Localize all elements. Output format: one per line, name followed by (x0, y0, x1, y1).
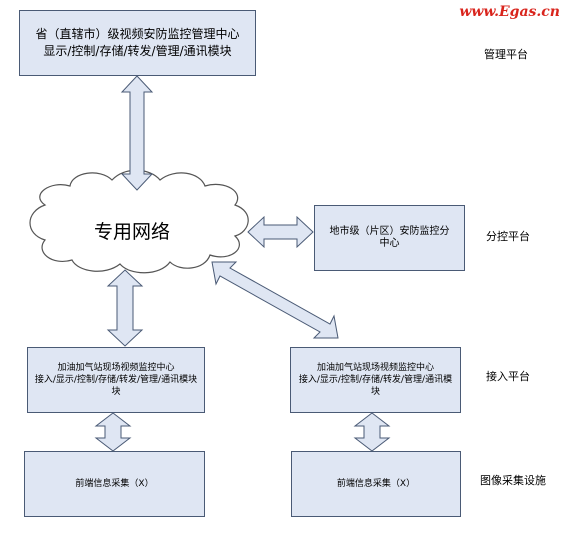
station-right-modules-cont: 块 (370, 387, 380, 397)
front-left-label: 前端信息采集（X） (75, 479, 154, 489)
network-label: 专用网络 (94, 221, 171, 243)
station-center-left-box: 加油加气站现场视频监控中心 接入/显示/控制/存储/转发/管理/通讯模块 块 (27, 347, 205, 413)
district-center-title-cont: 中心 (379, 238, 400, 249)
station-left-title: 加油加气站现场视频监控中心 (57, 363, 175, 373)
network-cloud (29, 169, 249, 274)
arrow-network-to-district (247, 215, 314, 249)
arrow-station-right-to-front-right (353, 412, 391, 452)
level-access-label: 接入平台 (486, 370, 530, 383)
station-right-modules: 接入/显示/控制/存储/转发/管理/通讯模 (298, 375, 453, 385)
station-right-title: 加油加气站现场视频监控中心 (316, 363, 434, 373)
district-center-title: 地市级（片区）安防监控分 (329, 226, 450, 237)
front-acquisition-left-box: 前端信息采集（X） (24, 451, 205, 517)
front-acquisition-right-box: 前端信息采集（X） (291, 451, 461, 517)
arrow-network-to-station-right (211, 261, 339, 339)
station-left-modules-cont: 块 (111, 387, 121, 397)
provincial-center-modules: 显示/控制/存储/转发/管理/通讯模块 (43, 44, 232, 58)
arrow-network-to-station-left (106, 269, 144, 347)
arrow-station-left-to-front-left (94, 412, 132, 452)
district-center-box: 地市级（片区）安防监控分 中心 (314, 205, 465, 271)
level-acquisition-label: 图像采集设施 (480, 474, 546, 487)
level-management-label: 管理平台 (484, 48, 528, 61)
provincial-center-title: 省（直辖市）级视频安防监控管理中心 (35, 27, 240, 41)
front-right-label: 前端信息采集（X） (336, 479, 416, 489)
provincial-center-box: 省（直辖市）级视频安防监控管理中心 显示/控制/存储/转发/管理/通讯模块 (19, 10, 256, 76)
level-subcontrol-label: 分控平台 (486, 230, 530, 243)
station-center-right-box: 加油加气站现场视频监控中心 接入/显示/控制/存储/转发/管理/通讯模 块 (290, 347, 461, 413)
arrow-top-to-network (120, 75, 154, 191)
station-left-modules: 接入/显示/控制/存储/转发/管理/通讯模块 (34, 375, 198, 385)
watermark: www.Egas.cn (459, 4, 560, 20)
